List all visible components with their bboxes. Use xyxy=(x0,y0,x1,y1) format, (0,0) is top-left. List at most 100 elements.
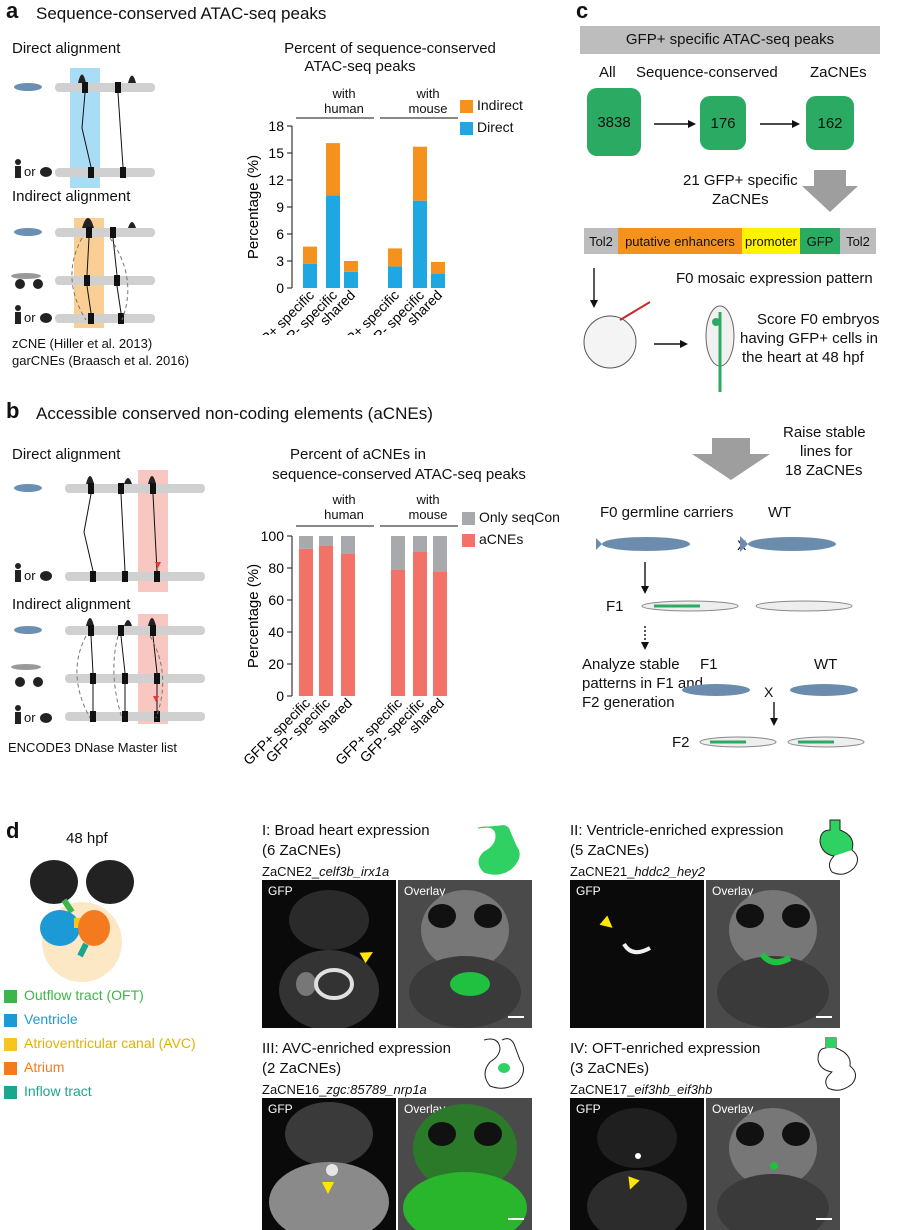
panel-b-indirect-alignment-label: Indirect alignment xyxy=(12,596,131,613)
legend-only-seqcon-label: Only seqCon xyxy=(479,509,560,525)
construct-tol2-right: Tol2 xyxy=(840,228,876,254)
y-tick-label: 0 xyxy=(276,280,284,296)
bar-indirect xyxy=(431,261,445,274)
sub4-prefix: ZaCNE17_ xyxy=(570,1082,635,1097)
gar-icon xyxy=(11,664,41,670)
panel-a-indirect-alignment-label: Indirect alignment xyxy=(12,188,131,205)
sub4-gene: eif3hb_eif3hb xyxy=(634,1082,713,1097)
sub1-title: I: Broad heart expression xyxy=(262,822,430,839)
legend-indirect-swatch xyxy=(460,100,473,113)
mouse-icon xyxy=(40,571,52,581)
box-za: 162 xyxy=(806,96,854,150)
micrograph-iv-overlay: Overlay xyxy=(706,1098,840,1230)
sub2-title: II: Ventricle-enriched expression xyxy=(570,822,784,839)
y-tick-label: 100 xyxy=(261,528,285,544)
bar-indirect xyxy=(326,143,340,196)
bar-acnes xyxy=(413,552,427,696)
legend-direct-swatch xyxy=(460,122,473,135)
y-tick-label: 18 xyxy=(268,118,284,134)
legend-inflow: Inflow tract xyxy=(24,1083,92,1099)
human-track xyxy=(55,168,155,177)
arrow-icon xyxy=(641,586,649,594)
larva-icon xyxy=(755,600,853,612)
legend-indirect-label: Indirect xyxy=(477,97,523,113)
bar-indirect xyxy=(413,146,427,201)
bar-acnes xyxy=(341,553,355,696)
panel-a-or-2: or xyxy=(24,310,36,325)
atrium-icon xyxy=(78,910,110,946)
zebrafish-icon xyxy=(14,484,42,492)
legend-direct-label: Direct xyxy=(477,119,514,135)
legend-swatch xyxy=(4,1086,17,1099)
bar-acnes xyxy=(319,545,333,696)
panel-b-label: b xyxy=(6,398,20,423)
score-line2: having GFP+ cells in xyxy=(740,330,878,347)
legend-atrium: Atrium xyxy=(24,1059,65,1075)
overlay-label: Overlay xyxy=(712,1102,754,1116)
legend-swatch xyxy=(4,1062,17,1075)
y-tick-label: 40 xyxy=(268,624,284,640)
legend-acnes-label: aCNEs xyxy=(479,531,524,547)
frog-icon xyxy=(33,677,43,687)
f0-mosaic-label: F0 mosaic expression pattern xyxy=(676,270,873,287)
bar-indirect xyxy=(344,261,358,272)
bar-acnes xyxy=(433,571,447,696)
human-icon xyxy=(15,705,21,711)
chart-b-group-mouse: with mouse xyxy=(408,492,448,522)
f2-label: F2 xyxy=(672,734,690,751)
y-axis-label: Percentage (%) xyxy=(245,155,262,259)
bar-indirect xyxy=(303,246,317,264)
f1-adults xyxy=(682,684,858,696)
chart-b-group-human: with human xyxy=(324,492,364,522)
y-tick-label: 60 xyxy=(268,592,284,608)
gfp-label: GFP xyxy=(576,1102,601,1116)
micrograph-ii-overlay: Overlay xyxy=(706,880,840,1028)
f0-fish xyxy=(596,536,836,552)
panel-d-label: d xyxy=(6,818,20,843)
ventricle-icon xyxy=(40,910,80,946)
micrograph-iii-overlay: Overlay xyxy=(398,1098,532,1230)
micrograph-i-gfp: GFP xyxy=(262,880,396,1028)
panel-a-label: a xyxy=(6,0,19,23)
panel-c-label: c xyxy=(576,0,589,23)
overlay-label: Overlay xyxy=(712,884,754,898)
chart-a-group-mouse: with mouse xyxy=(408,86,448,116)
arrowhead-icon xyxy=(322,1182,334,1194)
panel-b-or-1: or xyxy=(24,568,36,583)
red-marker xyxy=(155,562,161,568)
bar-only-seqcon xyxy=(319,536,333,546)
box-za-value: 162 xyxy=(817,114,843,132)
box-seq-value: 176 xyxy=(710,114,736,132)
f1-larvae xyxy=(641,600,853,612)
arrowhead-icon xyxy=(599,915,613,928)
panel-a-or-1: or xyxy=(24,164,36,179)
specific-line2: ZaCNEs xyxy=(712,191,769,208)
construct-gfp: GFP xyxy=(800,228,840,254)
sub3-prefix: ZaCNE16_ xyxy=(262,1082,327,1097)
frog-icon xyxy=(33,279,43,289)
chart-a-title-1: Percent of sequence-conserved xyxy=(284,40,496,57)
y-tick-label: 12 xyxy=(268,172,284,188)
zebrafish-icon xyxy=(682,684,750,696)
sub2-prefix: ZaCNE21_ xyxy=(570,864,635,879)
sub2-gene: hddc2_hey2 xyxy=(634,864,706,879)
box-all: 3838 xyxy=(587,88,641,156)
zebrafish-icon xyxy=(14,83,42,91)
bar-acnes xyxy=(391,569,405,696)
col-za-label: ZaCNEs xyxy=(810,64,867,81)
y-axis-label: Percentage (%) xyxy=(245,564,262,668)
atac-peak xyxy=(128,75,136,83)
wt-label-1: WT xyxy=(768,504,792,521)
human-icon xyxy=(15,305,21,311)
overlay-label: Overlay xyxy=(404,884,446,898)
legend-ventricle: Ventricle xyxy=(24,1011,78,1027)
heart-avc-icon xyxy=(483,1038,524,1089)
zebrafish-icon xyxy=(14,228,42,236)
arrow-icon xyxy=(641,642,649,650)
eye-icon xyxy=(30,860,78,904)
scale-bar xyxy=(508,1016,524,1018)
heart-oft-icon xyxy=(817,1037,856,1091)
bar-direct xyxy=(303,263,317,288)
construct-promoter: promoter xyxy=(742,228,800,254)
heart-schematic xyxy=(30,860,134,982)
